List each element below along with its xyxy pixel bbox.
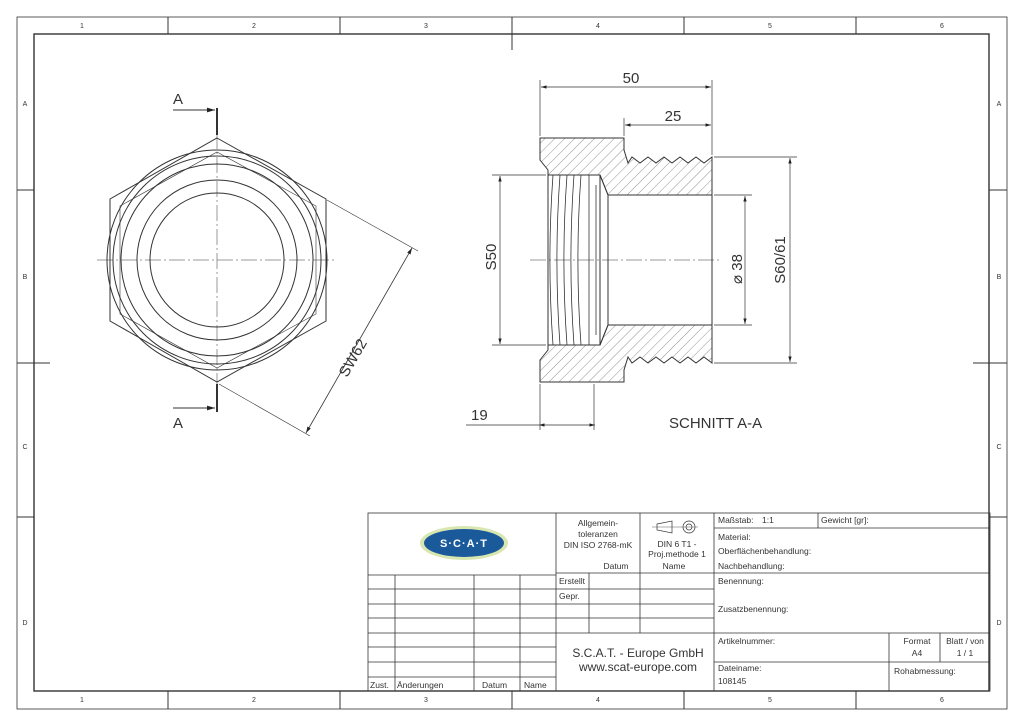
row-label-c: C [22, 444, 27, 451]
material-label: Material: [718, 532, 751, 542]
massstab-value: 1:1 [762, 515, 774, 525]
erstellt-label: Erstellt [559, 576, 586, 586]
title-block [367, 512, 991, 692]
projection-symbol-icon [652, 520, 698, 534]
oberflaeche-label: Oberflächenbehandlung: [718, 546, 811, 556]
row-label-a-right: A [997, 101, 1002, 108]
dim-19-label: 19 [471, 407, 488, 424]
tolerance-line-2: toleranzen [578, 529, 618, 539]
col-label-4b: 4 [596, 697, 600, 704]
wrench-size-label: SW62 [336, 336, 371, 380]
revision-aenderungen-header: Änderungen [397, 680, 444, 690]
col-label-2: 2 [252, 23, 256, 30]
section-dimensions [466, 80, 797, 430]
revision-datum-header: Datum [482, 680, 507, 690]
proj-line-2: Proj.methode 1 [648, 549, 706, 559]
col-label-6b: 6 [940, 697, 944, 704]
col-label-5: 5 [768, 23, 772, 30]
row-label-c-right: C [996, 444, 1001, 451]
zone-labels: 1 2 3 4 5 6 1 2 3 4 5 6 A B C D A B C D [22, 23, 1001, 704]
row-label-b-right: B [997, 274, 1002, 281]
revision-zust-header: Zust. [370, 680, 389, 690]
dim-25-label: 25 [665, 108, 682, 125]
col-label-3: 3 [424, 23, 428, 30]
col-label-3b: 3 [424, 697, 428, 704]
col-label-5b: 5 [768, 697, 772, 704]
rohabmessung-label: Rohabmessung: [894, 666, 956, 676]
section-label-bottom: A [173, 415, 183, 432]
company-name: S.C.A.T. - Europe GmbH [572, 646, 703, 660]
sw-ext-1 [326, 199, 419, 252]
company-website: www.scat-europe.com [578, 660, 697, 674]
dim-s50-label: S50 [483, 244, 500, 271]
geprueft-label: Gepr. [559, 591, 580, 601]
dateiname-value: 108145 [718, 676, 747, 686]
col-label-1b: 1 [80, 697, 84, 704]
drawing-frame [16, 16, 1008, 710]
row-label-d-right: D [996, 620, 1001, 627]
tolerance-line-3: DIN ISO 2768-mK [564, 540, 633, 550]
proj-line-1: DIN 6 T1 - [657, 539, 696, 549]
sw-ext-2 [218, 383, 311, 437]
section-title: SCHNITT A-A [669, 415, 762, 432]
dim-50-label: 50 [623, 70, 640, 87]
massstab-label: Maßstab: [718, 515, 753, 525]
blatt-label: Blatt / von [946, 636, 984, 646]
format-value: A4 [912, 648, 923, 658]
col-label-1: 1 [80, 23, 84, 30]
dim-s6061-label: S60/61 [772, 236, 789, 284]
gewicht-label: Gewicht [gr]: [821, 515, 869, 525]
benennung-label: Benennung: [718, 576, 764, 586]
scat-logo: S·C·A·T [420, 526, 508, 560]
artikelnummer-label: Artikelnummer: [718, 636, 775, 646]
col-label-2b: 2 [252, 697, 256, 704]
sw-dim-line [305, 247, 413, 434]
section-view [530, 137, 722, 383]
row-label-d: D [22, 620, 27, 627]
format-label: Format [904, 636, 932, 646]
blatt-value: 1 / 1 [957, 648, 974, 658]
row-label-b: B [23, 274, 28, 281]
dim-bore-label: ⌀ 38 [729, 254, 746, 284]
row-label-a: A [23, 101, 28, 108]
datum-header: Datum [603, 561, 628, 571]
dateiname-label: Dateiname: [718, 663, 761, 673]
section-label-top: A [173, 91, 183, 108]
zusatzbenennung-label: Zusatzbenennung: [718, 604, 788, 614]
front-view [97, 107, 419, 437]
name-header: Name [663, 561, 686, 571]
col-label-4: 4 [596, 23, 600, 30]
tolerance-line-1: Allgemein- [578, 518, 618, 528]
col-label-6: 6 [940, 23, 944, 30]
revision-name-header: Name [524, 680, 547, 690]
nachbehandlung-label: Nachbehandlung: [718, 561, 785, 571]
logo-text: S·C·A·T [440, 538, 488, 550]
